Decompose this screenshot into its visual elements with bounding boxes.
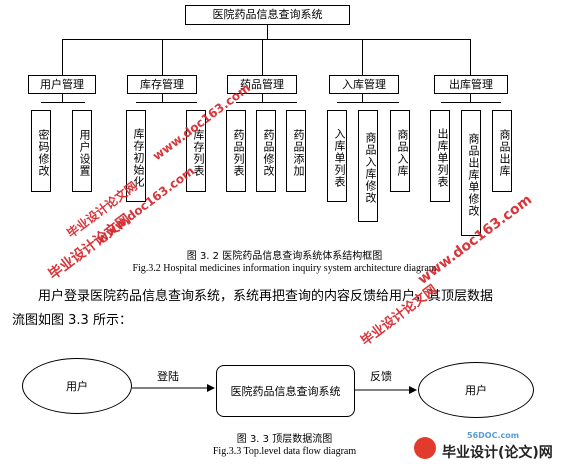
leaf-box: 药品列表 [226,110,246,192]
leaf-label: 药品修改 [262,128,275,177]
connector-medicine-bus [236,102,297,103]
paragraph-line: 流图如图 3.3 所示： [12,313,132,328]
connector-inventory-bus [136,102,197,103]
entity-label: 用户 [66,380,88,393]
flow-label-out: 反馈 [370,370,392,383]
module-label: 用户管理 [40,78,84,91]
leaf-box: 商品出库单修改 [461,110,481,236]
connector-stock-in-down [362,94,363,102]
leaf-box: 库存列表 [186,110,206,192]
module-label: 药品管理 [240,78,284,91]
module-box-inventory: 库存管理 [127,75,197,94]
module-box-stock-in: 入库管理 [329,75,399,94]
leaf-label: 用户设置 [78,128,91,177]
connector-module-2 [162,39,163,75]
leaf-box: 商品入库 [390,110,410,192]
flow-label-in: 登陆 [157,370,179,383]
leaf-box: 密码修改 [31,110,51,192]
leaf-box: 商品入库修改 [358,110,378,222]
leaf-label: 商品入库修改 [364,131,377,204]
leaf-box: 药品添加 [286,110,306,192]
leaf-label: 库存初始化 [132,127,145,188]
site-logo: 56DOC.com 毕业设计(论文)网 [412,431,567,464]
leaf-box: 库存初始化 [126,110,146,202]
connector-user-bus [41,102,85,103]
entity-label: 用户 [465,384,487,397]
connector-medicine-down [262,94,263,102]
leaf-label: 入库单列表 [333,127,346,188]
leaf-box: 入库单列表 [327,110,347,202]
connector-module-1 [62,39,63,75]
figure-caption-en: Fig.3.2 Hospital medicines information i… [132,263,437,274]
flow-entity-right: 用户 [418,362,534,418]
connector-module-5 [470,39,471,75]
connector-module-3 [262,39,263,75]
leaf-box: 用户设置 [72,110,92,192]
connector-inventory-down [162,94,163,102]
module-box-user: 用户管理 [28,75,96,94]
process-label: 医院药品信息查询系统 [230,385,341,398]
connector-horizontal-bus [62,39,471,40]
module-label: 库存管理 [140,78,184,91]
logo-icon [414,437,436,459]
leaf-box: 商品出库 [492,110,512,192]
leaf-label: 密码修改 [37,128,50,177]
connector-stock-in-bus [337,102,399,103]
flow-process-box: 医院药品信息查询系统 [216,365,355,417]
leaf-box: 药品修改 [256,110,276,192]
body-paragraph: 用户登录医院药品信息查询系统，系统再把查询的内容反馈给用户，其顶层数据 流图如图… [12,285,560,333]
diagram-root-box: 医院药品信息查询系统 [185,5,350,25]
leaf-label: 商品出库 [498,128,511,177]
figure-caption-cn: 图 3. 2 医院药品信息查询系统体系结构框图 [186,251,383,262]
figure-caption-cn: 图 3. 3 顶层数据流图 [236,434,333,445]
paragraph-line: 用户登录医院药品信息查询系统，系统再把查询的内容反馈给用户，其顶层数据 [38,289,494,304]
diagram-root-label: 医院药品信息查询系统 [212,8,323,21]
connector-stock-out-bus [441,102,501,103]
connector-stock-out-down [470,94,471,102]
logo-url: 56DOC.com [467,431,520,440]
module-label: 出库管理 [449,78,493,91]
logo-text: 毕业设计(论文)网 [442,445,553,461]
connector-root-down [267,25,268,39]
leaf-label: 库存列表 [192,128,205,177]
module-label: 入库管理 [342,78,386,91]
leaf-label: 药品添加 [292,128,305,177]
flow-entity-left: 用户 [22,358,132,414]
leaf-label: 商品入库 [396,128,409,177]
leaf-box: 出库单列表 [430,110,450,202]
leaf-label: 商品出库单修改 [467,132,480,217]
figure-caption-en: Fig.3.3 Top.level data flow diagram [212,446,357,457]
module-box-stock-out: 出库管理 [434,75,508,94]
connector-module-4 [362,39,363,75]
leaf-label: 出库单列表 [436,127,449,188]
module-box-medicine: 药品管理 [227,75,297,94]
connector-user-down [62,94,63,102]
leaf-label: 药品列表 [232,128,245,177]
